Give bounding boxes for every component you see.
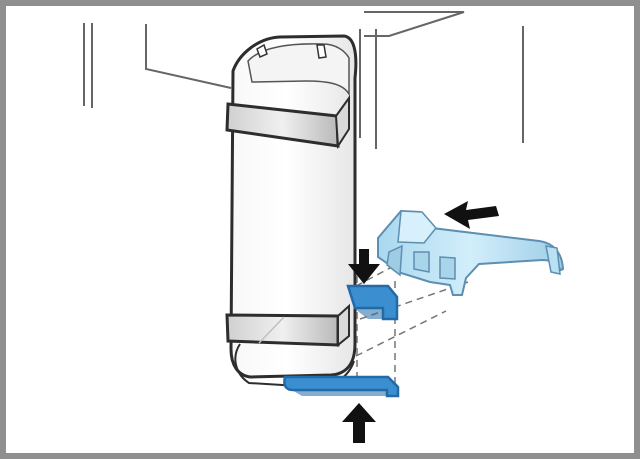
- blue-piece-left-slot: [386, 244, 403, 277]
- upper-blue-bracket: [346, 284, 399, 321]
- arrow-up-icon: [342, 403, 376, 443]
- module-bottom-curve: [234, 343, 355, 389]
- blue-piece-right-slot: [439, 256, 456, 280]
- wall-line-center: [145, 24, 232, 89]
- guide-line-3: [355, 310, 447, 357]
- blue-molded-piece: [377, 209, 565, 296]
- cap-clip-left: [256, 43, 268, 58]
- blue-piece-end-cap: [545, 245, 561, 275]
- lower-band-side: [337, 303, 350, 348]
- blue-piece-top-face: [397, 210, 437, 244]
- assembly-diagram: [83, 11, 565, 443]
- blue-piece-center-slot: [413, 251, 430, 273]
- upper-bracket-shadow: [355, 308, 383, 319]
- wall-lines: [83, 11, 524, 149]
- arrow-down-icon: [348, 249, 380, 284]
- top-bracket-outline: [364, 11, 465, 37]
- lower-bracket-shadow: [292, 390, 387, 396]
- arrow-left-icon: [444, 201, 499, 229]
- vertical-module: [225, 34, 358, 389]
- surface-reflection: [258, 316, 285, 344]
- motion-arrows: [342, 201, 499, 443]
- cap-clip-right: [316, 44, 327, 59]
- lower-bracket-body: [283, 375, 400, 398]
- lower-blue-bracket: [283, 375, 400, 398]
- upper-band-side: [334, 94, 350, 150]
